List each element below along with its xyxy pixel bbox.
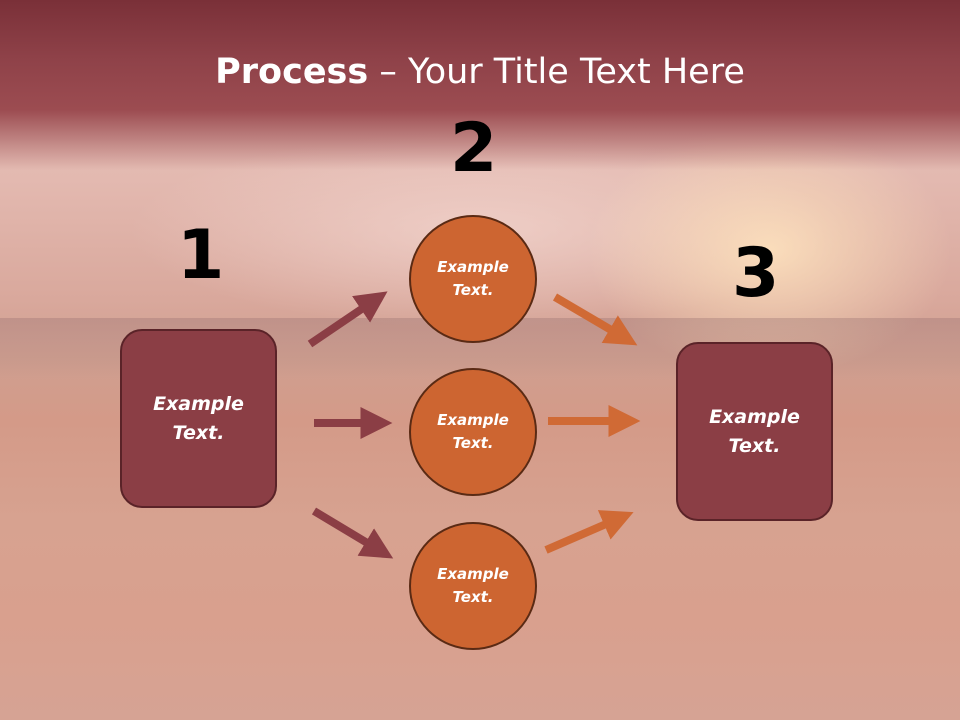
title-band: [0, 0, 960, 170]
title-rest: – Your Title Text Here: [368, 52, 745, 92]
step-3-text-line2: Text.: [728, 434, 781, 457]
slide-title[interactable]: Process – Your Title Text Here: [0, 52, 960, 92]
circle-middle-line1: Example: [437, 411, 509, 429]
arrow-top-to-3: [552, 293, 638, 346]
step-3-text-line1: Example: [709, 405, 800, 428]
circle-bottom-line2: Text.: [452, 588, 494, 606]
step-number-2: 2: [450, 109, 498, 188]
arrow-bottom-to-3: [544, 510, 634, 554]
circle-top-line2: Text.: [452, 281, 494, 299]
step-number-3: 3: [732, 234, 780, 313]
step-number-1: 1: [177, 216, 225, 295]
title-bold: Process: [215, 52, 369, 92]
circle-bottom-line1: Example: [437, 565, 509, 583]
step-1-text-line2: Text.: [172, 421, 225, 444]
arrow-1-to-bottom: [311, 507, 394, 559]
arrow-1-to-top: [307, 291, 388, 348]
step-1-text-line1: Example: [153, 392, 244, 415]
circle-top-line1: Example: [437, 258, 509, 276]
circle-middle-line2: Text.: [452, 434, 494, 452]
